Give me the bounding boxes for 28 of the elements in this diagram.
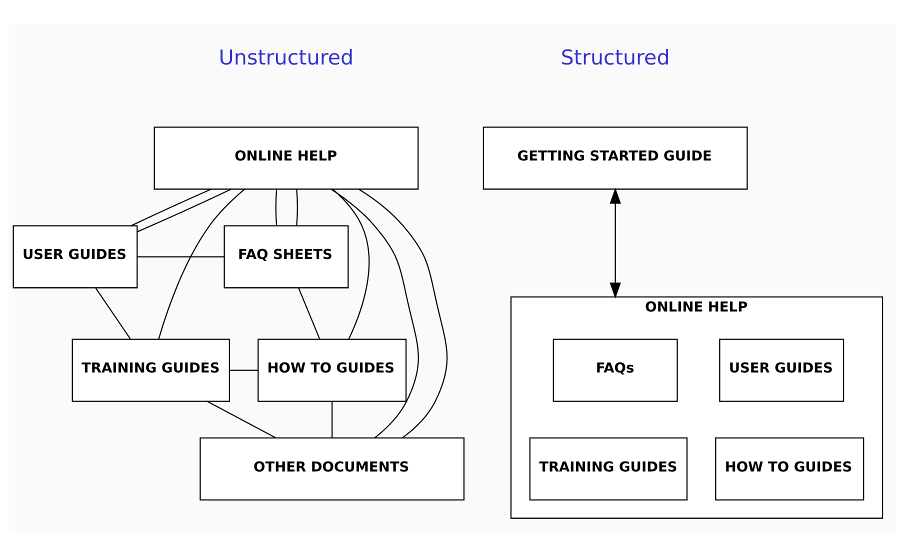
- connector: [331, 188, 419, 438]
- connector: [95, 287, 131, 339]
- label: Unstructured: [218, 45, 354, 70]
- node-box: ONLINE HELP: [154, 126, 419, 190]
- node-box: FAQs: [552, 338, 678, 402]
- connector: [298, 287, 320, 339]
- connector: [332, 400, 333, 438]
- connector: [229, 369, 258, 370]
- connector: [358, 188, 448, 438]
- node-box: USER GUIDES: [719, 338, 844, 402]
- connector: [332, 188, 370, 339]
- node-box: FAQ SHEETS: [224, 224, 349, 288]
- connector: [206, 400, 276, 438]
- node-box: USER GUIDES: [12, 224, 138, 288]
- node-box: HOW TO GUIDES: [715, 436, 864, 500]
- connector: [130, 188, 212, 226]
- label: Structured: [560, 45, 670, 70]
- arrow: [610, 187, 621, 298]
- connector: [136, 188, 232, 232]
- connector: [296, 188, 298, 226]
- node-box: TRAINING GUIDES: [529, 436, 688, 500]
- connector: [137, 256, 224, 257]
- node-box: HOW TO GUIDES: [258, 338, 407, 402]
- connector: [158, 188, 245, 339]
- node-box: TRAINING GUIDES: [72, 338, 230, 402]
- node-box: GETTING STARTED GUIDE: [482, 126, 748, 190]
- connector: [275, 188, 278, 226]
- node-box: OTHER DOCUMENTS: [200, 436, 465, 500]
